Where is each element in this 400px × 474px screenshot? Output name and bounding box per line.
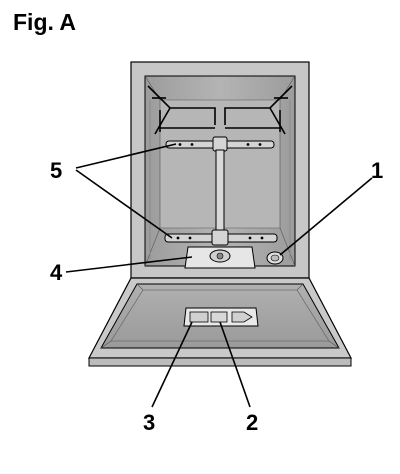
callout-1: 1 (371, 158, 383, 183)
callout-2: 2 (246, 410, 258, 435)
callout-3: 3 (143, 410, 155, 435)
callout-5: 5 (50, 158, 62, 183)
door-bottom-edge (89, 358, 351, 366)
callout-4: 4 (50, 260, 63, 285)
water-supply-pipe (216, 150, 224, 240)
filter (185, 247, 255, 268)
